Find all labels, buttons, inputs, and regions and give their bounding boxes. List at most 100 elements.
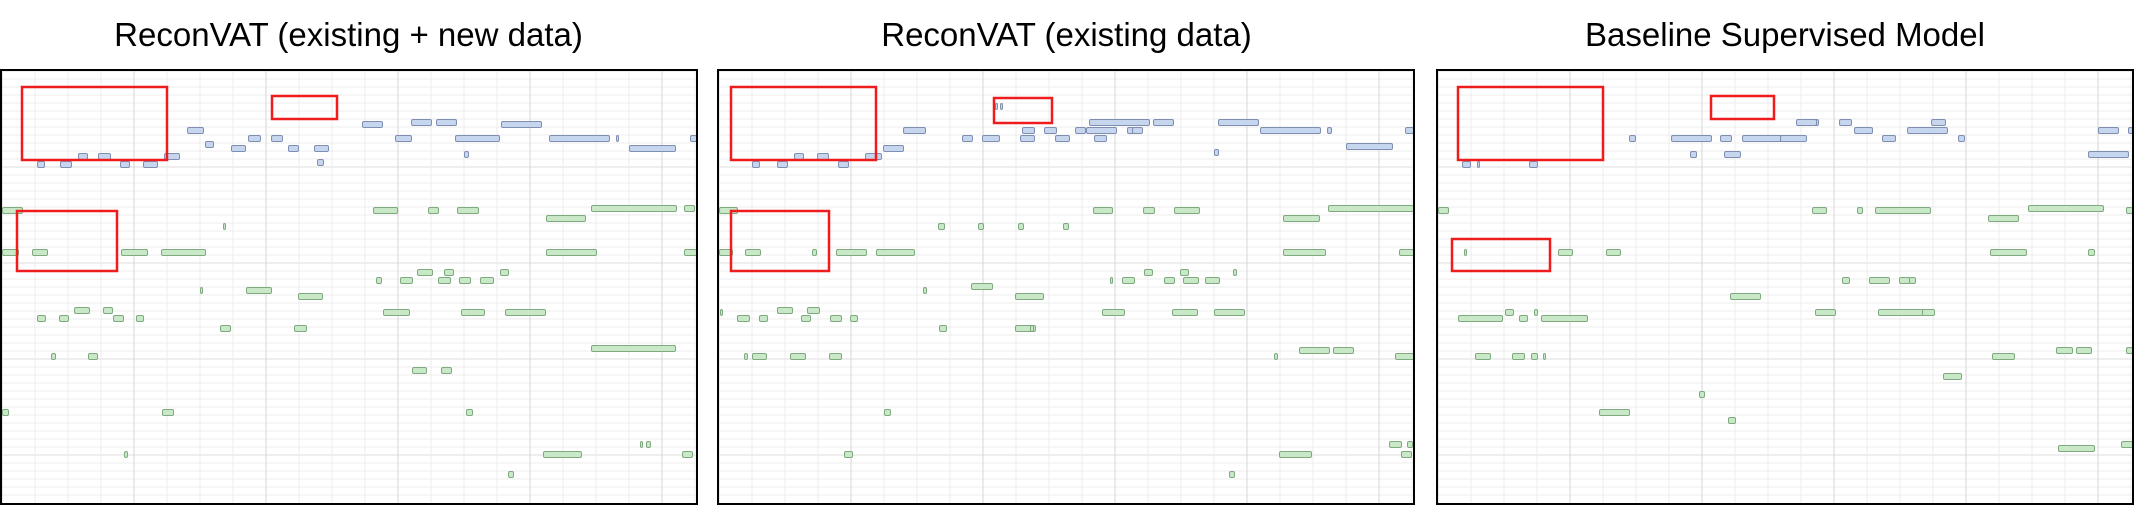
highlight-box — [20, 85, 169, 162]
note-lower — [376, 277, 382, 284]
note-upper — [1839, 119, 1852, 126]
note-lower — [591, 345, 676, 352]
note-upper — [1055, 135, 1070, 142]
note-lower — [113, 315, 124, 322]
note-lower — [2076, 347, 2092, 354]
note-upper — [1405, 127, 1413, 134]
note-upper — [1218, 119, 1259, 126]
highlight-box — [1456, 85, 1605, 162]
note-lower — [412, 367, 427, 374]
note-lower — [298, 293, 323, 300]
note-lower — [161, 249, 206, 256]
note-upper — [549, 135, 610, 142]
note-lower — [1815, 309, 1836, 316]
highlight-box — [729, 85, 878, 162]
note-lower — [121, 249, 148, 256]
piano-roll-panel-1 — [0, 69, 698, 505]
note-lower — [1102, 309, 1125, 316]
note-upper — [865, 153, 882, 160]
note-upper — [1214, 149, 1219, 156]
note-upper — [1000, 103, 1003, 110]
note-lower — [971, 283, 993, 290]
note-lower — [591, 205, 677, 212]
note-lower — [124, 451, 128, 458]
note-lower — [2088, 249, 2095, 256]
piano-roll-3 — [1438, 71, 2132, 503]
note-lower — [480, 277, 494, 284]
note-lower — [1988, 215, 2019, 222]
note-upper — [98, 153, 111, 160]
note-lower — [719, 249, 733, 256]
note-lower — [294, 325, 307, 332]
note-lower — [444, 269, 454, 276]
note-lower — [1015, 293, 1044, 300]
note-lower — [1144, 269, 1153, 276]
note-lower — [720, 309, 723, 316]
note-lower — [543, 451, 582, 458]
note-lower — [1399, 249, 1413, 256]
note-upper — [1153, 119, 1174, 126]
note-upper — [1796, 119, 1817, 126]
note-lower — [640, 441, 643, 448]
note-upper — [501, 121, 542, 128]
highlight-box — [270, 94, 339, 121]
note-lower — [829, 353, 842, 360]
note-lower — [1274, 353, 1278, 360]
note-upper — [1720, 135, 1732, 142]
note-upper — [1020, 135, 1035, 142]
note-upper — [143, 161, 158, 168]
note-lower — [646, 441, 651, 448]
note-lower — [1899, 277, 1910, 284]
note-lower — [383, 309, 410, 316]
note-lower — [1299, 347, 1330, 354]
note-lower — [939, 325, 947, 332]
note-upper — [231, 145, 246, 152]
note-lower — [1229, 471, 1235, 478]
note-lower — [74, 307, 90, 314]
note-lower — [830, 315, 842, 322]
note-upper — [690, 135, 696, 142]
note-upper — [1075, 127, 1086, 134]
note-lower — [246, 287, 272, 294]
note-upper — [794, 153, 804, 160]
note-upper — [436, 119, 457, 126]
note-lower — [1214, 309, 1245, 316]
note-lower — [1110, 277, 1113, 284]
note-lower — [1233, 269, 1237, 276]
note-lower — [1519, 315, 1528, 322]
note-upper — [271, 135, 283, 142]
note-lower — [1505, 309, 1514, 316]
note-lower — [1990, 249, 2027, 256]
note-lower — [220, 325, 231, 332]
note-lower — [37, 315, 46, 322]
note-upper — [1022, 127, 1035, 134]
note-lower — [737, 315, 750, 322]
note-lower — [1842, 277, 1850, 284]
note-lower — [1063, 223, 1069, 230]
note-lower — [1599, 409, 1630, 416]
panel-title-1: ReconVAT (existing + new data) — [114, 16, 583, 53]
note-lower — [790, 353, 806, 360]
note-lower — [546, 215, 586, 222]
note-lower — [1283, 215, 1320, 222]
note-lower — [1699, 391, 1705, 398]
note-lower — [1475, 353, 1491, 360]
note-lower — [801, 315, 811, 322]
note-upper — [464, 151, 469, 158]
note-lower — [505, 309, 546, 316]
note-lower — [923, 287, 927, 294]
note-lower — [938, 223, 945, 230]
note-lower — [103, 307, 113, 314]
note-lower — [1093, 207, 1113, 214]
note-lower — [459, 277, 471, 284]
note-upper — [411, 119, 432, 126]
note-lower — [2058, 445, 2095, 452]
note-lower — [1606, 249, 1621, 256]
note-lower — [1283, 249, 1326, 256]
note-lower — [1395, 353, 1413, 360]
note-upper — [903, 127, 926, 134]
note-upper — [1671, 135, 1712, 142]
note-lower — [500, 269, 509, 276]
note-lower — [1122, 277, 1135, 284]
note-lower — [759, 315, 768, 322]
